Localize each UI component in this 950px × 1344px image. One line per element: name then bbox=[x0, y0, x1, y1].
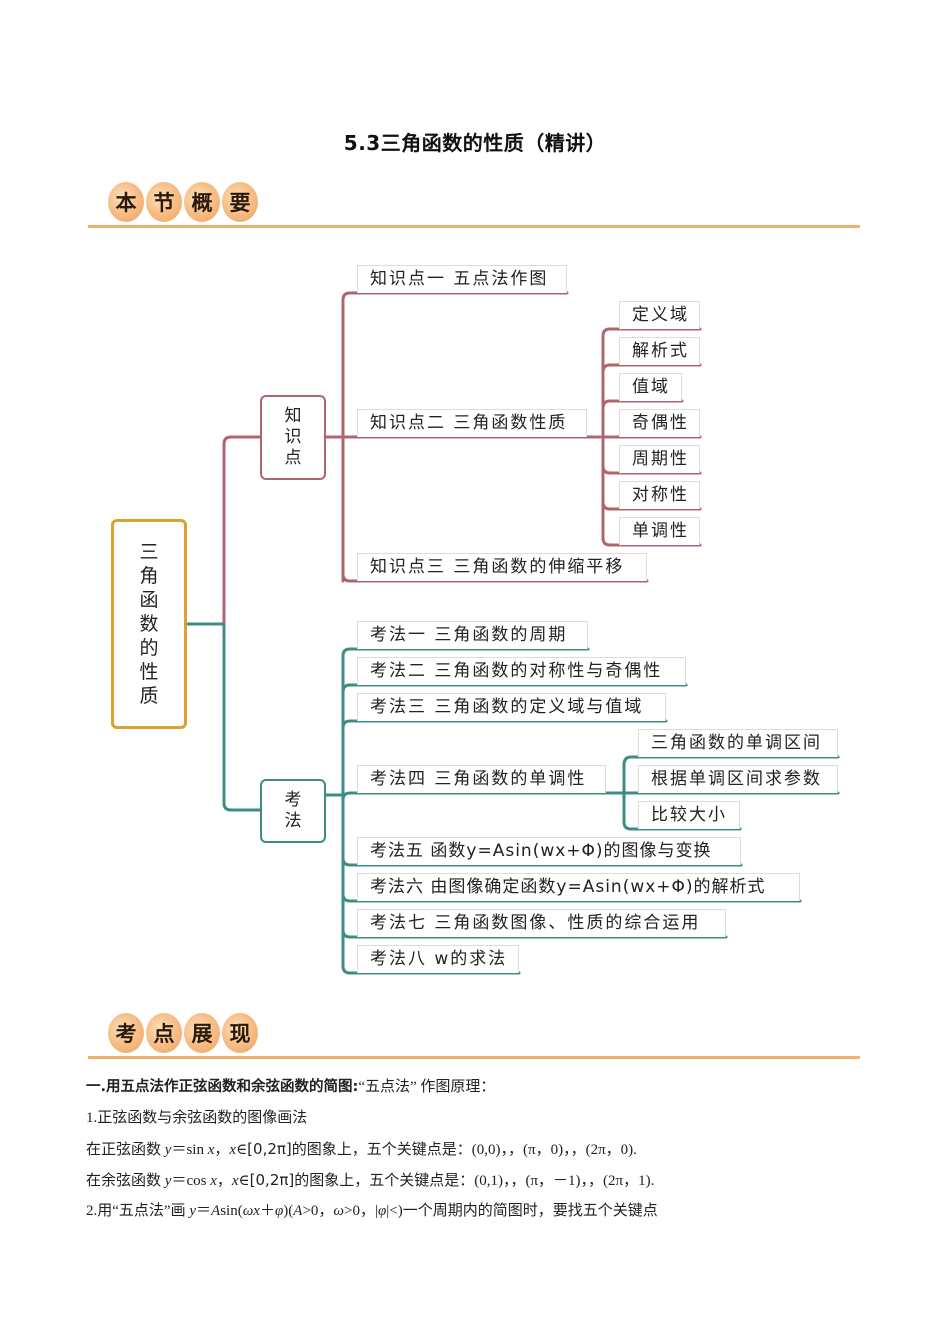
paragraph-1: 1.正弦函数与余弦函数的图像画法 bbox=[86, 1110, 308, 1126]
root-char: 函 bbox=[139, 589, 159, 611]
text-run: )( bbox=[283, 1203, 294, 1219]
page-title: 5.3三角函数的性质（精讲） bbox=[343, 131, 607, 155]
property-parity[interactable]: 奇偶性 bbox=[619, 409, 700, 437]
hub-char: 考 bbox=[284, 790, 302, 810]
banner-char: 要 bbox=[222, 182, 258, 222]
root-char: 数 bbox=[139, 613, 159, 635]
banner-char: 本 bbox=[108, 182, 144, 222]
root-char: 三 bbox=[139, 541, 159, 563]
knowledge-item-2[interactable]: 知识点二 三角函数性质 bbox=[357, 409, 587, 437]
banner-char: 考 bbox=[108, 1013, 144, 1053]
text-run: ＝sin bbox=[171, 1142, 208, 1158]
text-run: |<)一个周期内的简图时，要找五个关键点 bbox=[386, 1203, 658, 1219]
mindmap-connectors bbox=[185, 291, 840, 975]
heading-rest: “五点法” 作图原理： bbox=[358, 1079, 496, 1095]
monotonic-interval-item[interactable]: 三角函数的单调区间 bbox=[638, 729, 838, 757]
five-point-method-line: 2.用“五点法”画 y＝Asin(ωx＋φ)(A>0，ω>0，|φ|<)一个周期… bbox=[86, 1196, 866, 1227]
math-var: x bbox=[231, 1173, 239, 1189]
method-item-7[interactable]: 考法七 三角函数图像、性质的综合运用 bbox=[357, 909, 726, 937]
banner-char: 现 bbox=[222, 1013, 258, 1053]
compare-size-item[interactable]: 比较大小 bbox=[638, 801, 740, 829]
math-var: ωx bbox=[242, 1203, 260, 1219]
param-from-interval-item[interactable]: 根据单调区间求参数 bbox=[638, 765, 838, 793]
property-range[interactable]: 值域 bbox=[619, 373, 682, 401]
math-var: y bbox=[164, 1173, 172, 1189]
hub-char: 法 bbox=[284, 811, 302, 831]
content-body: 一.用五点法作正弦函数和余弦函数的简图:“五点法” 作图原理： 1.正弦函数与余… bbox=[86, 1072, 866, 1227]
sin-keypoints-line: 在正弦函数 y＝sin x，x∈[0,2π]的图象上，五个关键点是：(0,0)，… bbox=[86, 1134, 866, 1165]
banner-divider bbox=[88, 225, 860, 228]
property-period[interactable]: 周期性 bbox=[619, 445, 700, 473]
methods-hub-node[interactable]: 考 法 bbox=[260, 779, 326, 843]
method-item-8[interactable]: 考法八 w的求法 bbox=[357, 945, 519, 973]
math-var: A bbox=[293, 1203, 303, 1219]
text-run: ∈ bbox=[238, 1173, 250, 1189]
text-run: 2.用“五点法”画 bbox=[86, 1203, 190, 1219]
property-formula[interactable]: 解析式 bbox=[619, 337, 700, 365]
banner-char: 展 bbox=[184, 1013, 220, 1053]
method-item-5[interactable]: 考法五 函数y=Asin(wx+Φ)的图像与变换 bbox=[357, 837, 741, 865]
math-var: ω bbox=[333, 1203, 344, 1219]
hub-char: 点 bbox=[284, 448, 302, 468]
banner-char: 概 bbox=[184, 182, 220, 222]
mindmap-root-node[interactable]: 三 角 函 数 的 性 质 bbox=[111, 519, 187, 729]
method-item-2[interactable]: 考法二 三角函数的对称性与奇偶性 bbox=[357, 657, 686, 685]
banner-divider bbox=[88, 1056, 860, 1059]
math-var: y bbox=[164, 1142, 172, 1158]
text-run: ， bbox=[216, 1173, 232, 1189]
math-var: x bbox=[229, 1142, 237, 1158]
cos-keypoints-line: 在余弦函数 y＝cos x，x∈[0,2π]的图象上，五个关键点是：(0,1)，… bbox=[86, 1165, 866, 1196]
property-symmetry[interactable]: 对称性 bbox=[619, 481, 700, 509]
root-char: 角 bbox=[139, 565, 159, 587]
text-run: ＝cos bbox=[171, 1173, 211, 1189]
method-item-4[interactable]: 考法四 三角函数的单调性 bbox=[357, 765, 606, 793]
text-run: ∈ bbox=[236, 1142, 248, 1158]
method-item-3[interactable]: 考法三 三角函数的定义域与值域 bbox=[357, 693, 666, 721]
text-run: ＋ bbox=[259, 1203, 275, 1219]
method-item-1[interactable]: 考法一 三角函数的周期 bbox=[357, 621, 588, 649]
math-var: y bbox=[189, 1203, 196, 1219]
banner-char: 点 bbox=[146, 1013, 182, 1053]
text-run: sin( bbox=[220, 1203, 243, 1219]
root-char: 性 bbox=[139, 661, 159, 683]
text-run: ＝ bbox=[196, 1203, 212, 1219]
math-var: φ bbox=[377, 1203, 387, 1219]
root-char: 的 bbox=[139, 637, 159, 659]
math-var: x bbox=[207, 1142, 215, 1158]
hub-char: 知 bbox=[284, 406, 302, 426]
math-interval: [0,2π] bbox=[249, 1171, 295, 1189]
math-var: x bbox=[210, 1173, 217, 1189]
text-run: >0，| bbox=[344, 1203, 378, 1219]
text-run: 在余弦函数 bbox=[86, 1173, 165, 1189]
text-run: 的图象上，五个关键点是：(0,0)，，(π，0)，，(2π，0). bbox=[291, 1142, 637, 1158]
section-banner-points: 考 点 展 现 bbox=[88, 1013, 860, 1059]
math-var: φ bbox=[274, 1203, 284, 1219]
banner-char: 节 bbox=[146, 182, 182, 222]
text-run: 的图象上，五个关键点是：(0,1)，，(π，－1)，，(2π，1). bbox=[294, 1173, 655, 1189]
property-monotonicity[interactable]: 单调性 bbox=[619, 517, 700, 545]
section-banner-overview: 本 节 概 要 bbox=[88, 182, 860, 228]
math-interval: [0,2π] bbox=[247, 1140, 292, 1158]
root-char: 质 bbox=[139, 685, 159, 707]
property-domain[interactable]: 定义域 bbox=[619, 301, 700, 329]
heading-bold: 一.用五点法作正弦函数和余弦函数的简图: bbox=[86, 1079, 359, 1095]
knowledge-item-3[interactable]: 知识点三 三角函数的伸缩平移 bbox=[357, 553, 647, 581]
hub-char: 识 bbox=[284, 427, 302, 447]
text-run: ， bbox=[214, 1142, 230, 1158]
text-run: >0， bbox=[302, 1203, 334, 1219]
knowledge-hub-node[interactable]: 知 识 点 bbox=[260, 395, 326, 480]
knowledge-item-1[interactable]: 知识点一 五点法作图 bbox=[357, 265, 567, 293]
method-item-6[interactable]: 考法六 由图像确定函数y=Asin(wx+Φ)的解析式 bbox=[357, 873, 800, 901]
text-run: 在正弦函数 bbox=[86, 1142, 165, 1158]
math-var: A bbox=[211, 1203, 221, 1219]
section-heading: 一.用五点法作正弦函数和余弦函数的简图:“五点法” 作图原理： bbox=[86, 1072, 866, 1103]
